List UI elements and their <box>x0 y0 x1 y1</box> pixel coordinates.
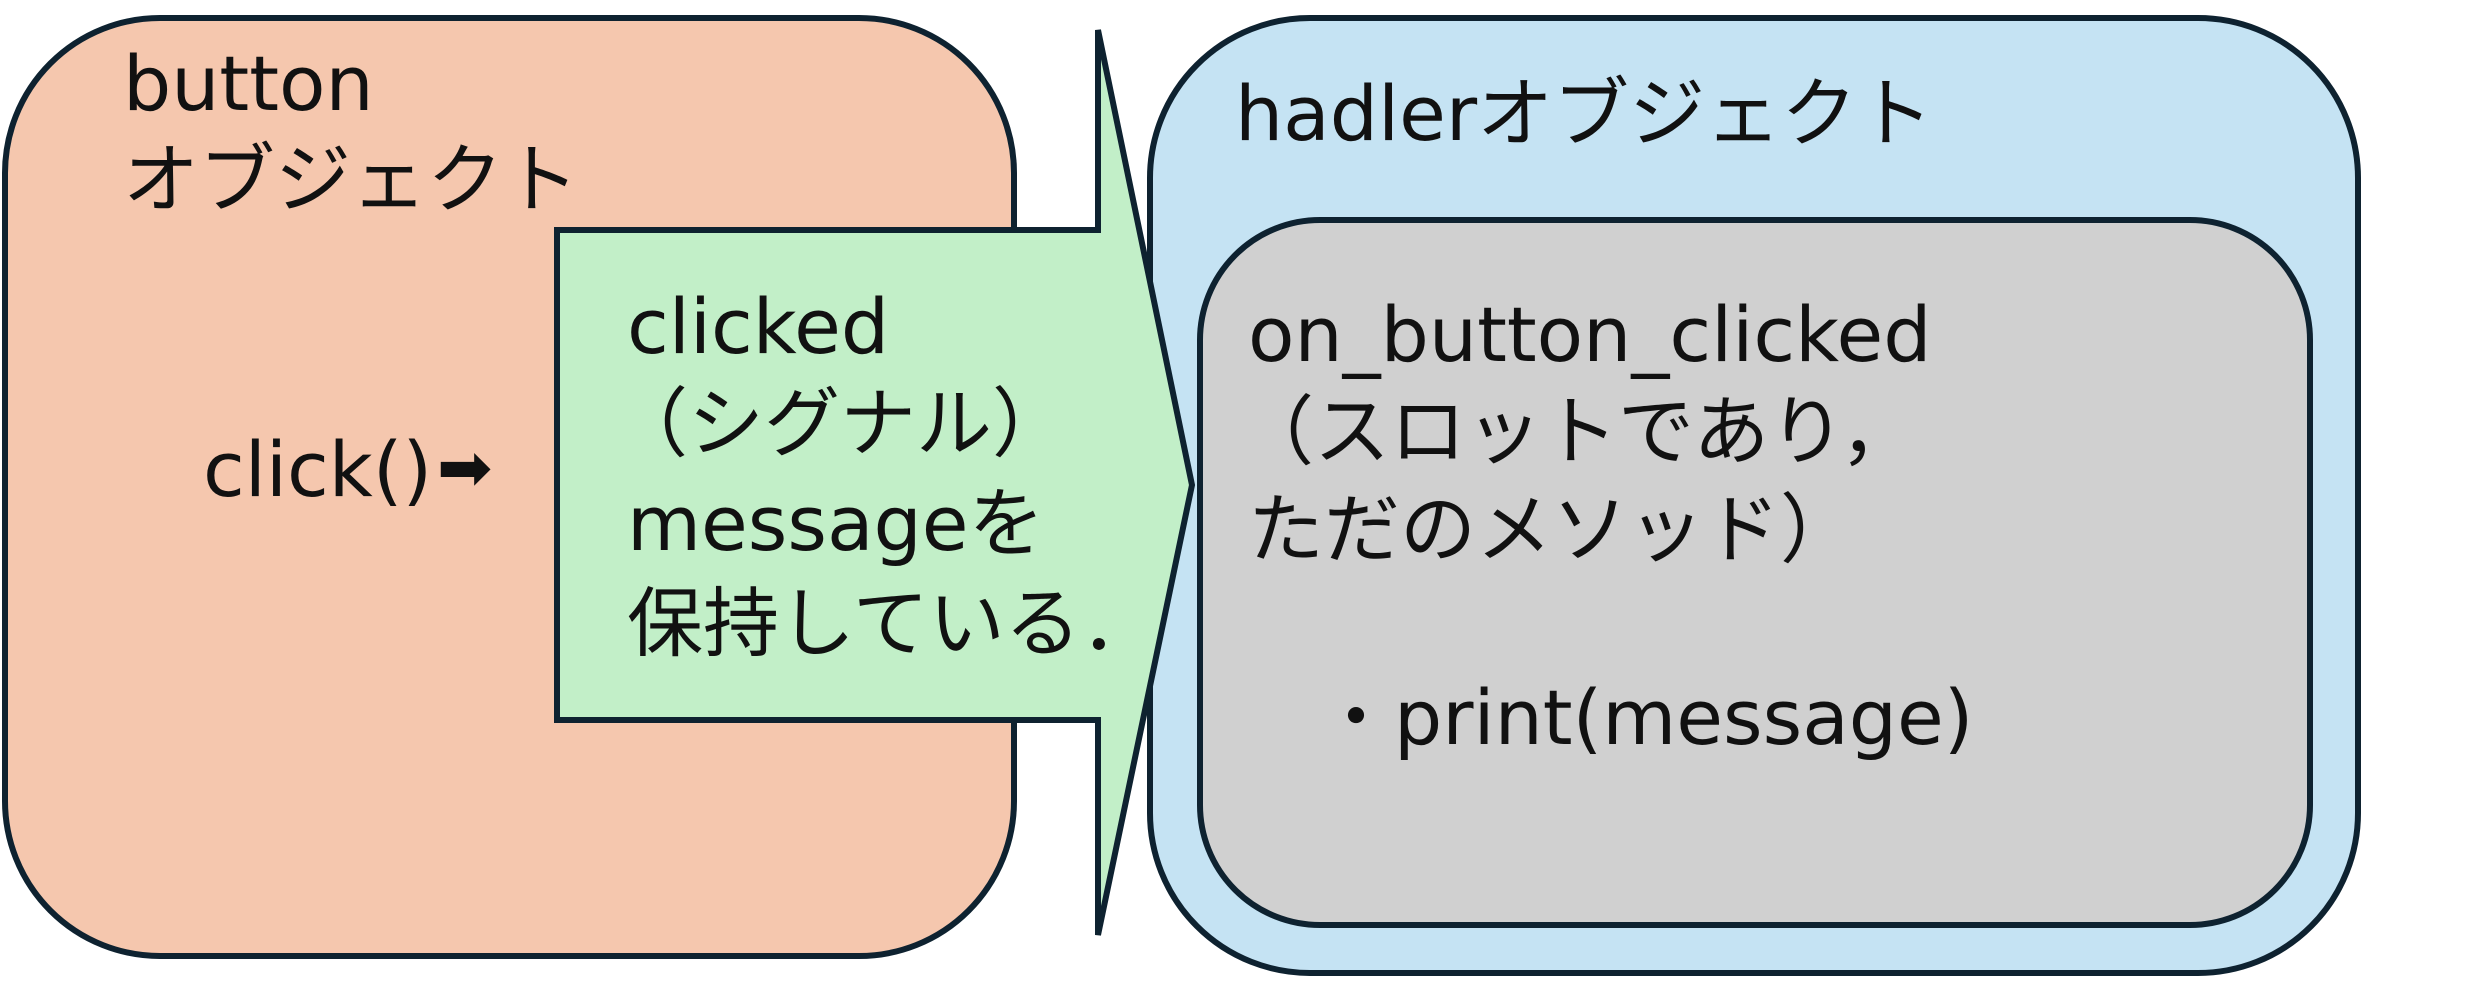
button-object-title-line1: button <box>123 39 374 128</box>
slot-kind-label: （スロットであり， <box>1238 387 1916 476</box>
click-method-label: click() <box>203 425 433 514</box>
signal-arrow-shape <box>554 29 1196 936</box>
signal-holds-label: 保持している． <box>627 579 1157 668</box>
handler-object-title: hadlerオブジェクト <box>1235 69 1934 158</box>
slot-method-box <box>1197 217 2313 928</box>
signal-message-label: messageを <box>627 479 1045 568</box>
signal-name: clicked <box>627 282 890 371</box>
right-arrow-icon: ➡ <box>437 429 493 506</box>
slot-method-name: on_button_clicked <box>1248 290 1932 379</box>
signal-kind-label: （シグナル） <box>612 379 1068 468</box>
slot-plain-method-label: ただのメソッド） <box>1248 485 1856 574</box>
slot-print-statement: ・print(message) <box>1318 673 1974 762</box>
button-object-title-line2: オブジェクト <box>123 135 579 224</box>
